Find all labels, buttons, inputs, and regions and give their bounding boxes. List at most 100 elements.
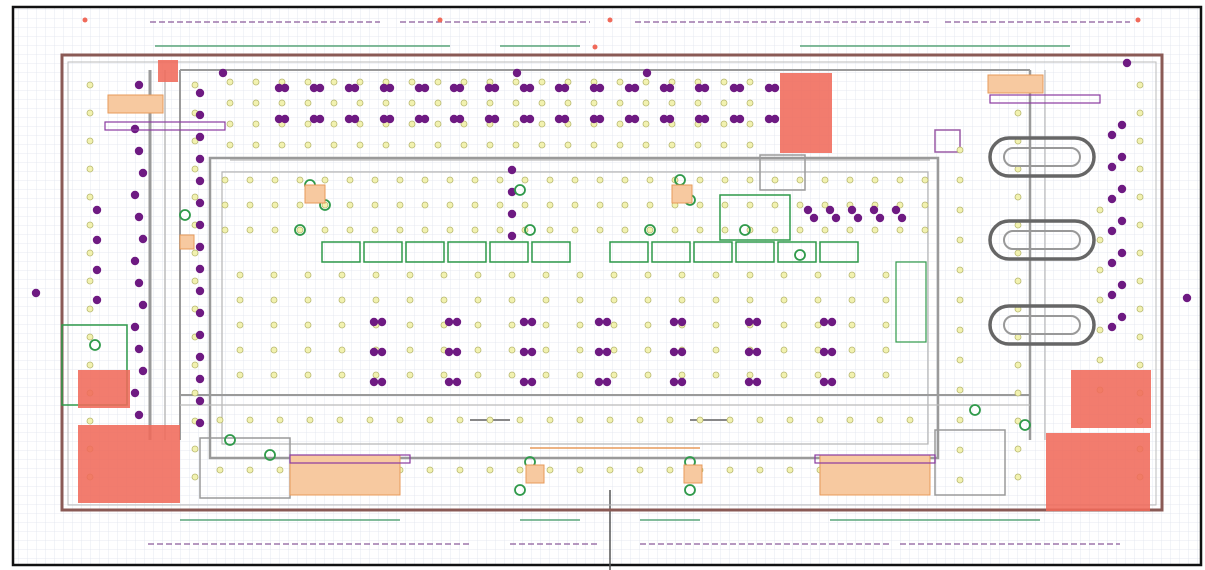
light-fixture (446, 176, 454, 184)
purple-device (527, 317, 537, 327)
green-fixture (794, 249, 806, 261)
light-fixture (1014, 277, 1022, 285)
light-fixture (278, 141, 286, 149)
purple-device (527, 347, 537, 357)
light-fixture (460, 78, 468, 86)
purple-device (195, 396, 205, 406)
purple-device (449, 83, 459, 93)
light-fixture (821, 176, 829, 184)
light-fixture (338, 346, 346, 354)
light-fixture (644, 321, 652, 329)
light-fixture (1136, 137, 1144, 145)
light-fixture (771, 176, 779, 184)
highlight-zone (158, 60, 178, 82)
purple-device (420, 114, 430, 124)
purple-device (452, 347, 462, 357)
purple-device (138, 300, 148, 310)
purple-device (819, 377, 829, 387)
highlight-zone (780, 73, 832, 153)
purple-device (827, 377, 837, 387)
purple-device (484, 83, 494, 93)
light-fixture (696, 226, 704, 234)
light-fixture (590, 141, 598, 149)
oval-loop-inner (1003, 230, 1081, 250)
light-fixture (446, 226, 454, 234)
room (759, 154, 806, 191)
light-fixture (646, 201, 654, 209)
light-fixture (1136, 81, 1144, 89)
light-fixture (616, 141, 624, 149)
purple-device (195, 132, 205, 142)
purple-device (379, 114, 389, 124)
purple-device (1107, 162, 1117, 172)
purple-device (827, 317, 837, 327)
light-fixture (636, 416, 644, 424)
light-fixture (644, 271, 652, 279)
highlight-zone (78, 370, 130, 408)
light-fixture (646, 226, 654, 234)
marker-dot (592, 44, 598, 50)
light-fixture (471, 226, 479, 234)
light-fixture (1014, 221, 1022, 229)
light-fixture (721, 226, 729, 234)
light-fixture (956, 236, 964, 244)
purple-device (195, 198, 205, 208)
purple-device (195, 220, 205, 230)
light-fixture (304, 120, 312, 128)
orange-equipment (289, 454, 401, 496)
light-fixtures (86, 78, 1144, 484)
purple-device (309, 83, 319, 93)
light-fixture (236, 271, 244, 279)
purple-device (669, 317, 679, 327)
purple-device (274, 114, 284, 124)
light-fixture (871, 226, 879, 234)
light-fixture (474, 371, 482, 379)
purple-device (642, 68, 652, 78)
purple-device (512, 68, 522, 78)
light-fixture (746, 201, 754, 209)
purple-device (764, 114, 774, 124)
purple-device (280, 114, 290, 124)
light-fixture (191, 193, 199, 201)
light-fixture (786, 466, 794, 474)
light-fixture (434, 78, 442, 86)
main-hall-inner (221, 171, 929, 445)
purple-device (831, 213, 841, 223)
green-fixture (644, 224, 656, 236)
light-fixture (356, 99, 364, 107)
light-fixture (882, 271, 890, 279)
marker-dot (1135, 17, 1141, 23)
purple-device (134, 146, 144, 156)
light-fixture (508, 321, 516, 329)
purple-device (525, 83, 535, 93)
purple-device (659, 83, 669, 93)
purple-device (827, 347, 837, 357)
light-fixture (246, 466, 254, 474)
light-fixture (921, 201, 929, 209)
purple-device (195, 176, 205, 186)
light-fixture (896, 176, 904, 184)
oval-loop (988, 304, 1096, 346)
light-fixture (616, 120, 624, 128)
light-fixture (726, 466, 734, 474)
drawing-frame (11, 5, 1203, 567)
hatch-strip (289, 454, 411, 464)
light-fixture (406, 371, 414, 379)
purple-device (735, 114, 745, 124)
light-fixture (191, 277, 199, 285)
light-fixture (780, 371, 788, 379)
light-fixture (780, 346, 788, 354)
light-fixture (246, 176, 254, 184)
light-fixture (956, 176, 964, 184)
purple-device (1117, 280, 1127, 290)
light-fixture (236, 371, 244, 379)
light-fixture (712, 296, 720, 304)
light-fixture (516, 416, 524, 424)
purple-device (377, 377, 387, 387)
purple-device (1107, 194, 1117, 204)
purple-device (369, 317, 379, 327)
purple-device (554, 114, 564, 124)
oval-loop (988, 136, 1096, 178)
light-fixture (1014, 389, 1022, 397)
